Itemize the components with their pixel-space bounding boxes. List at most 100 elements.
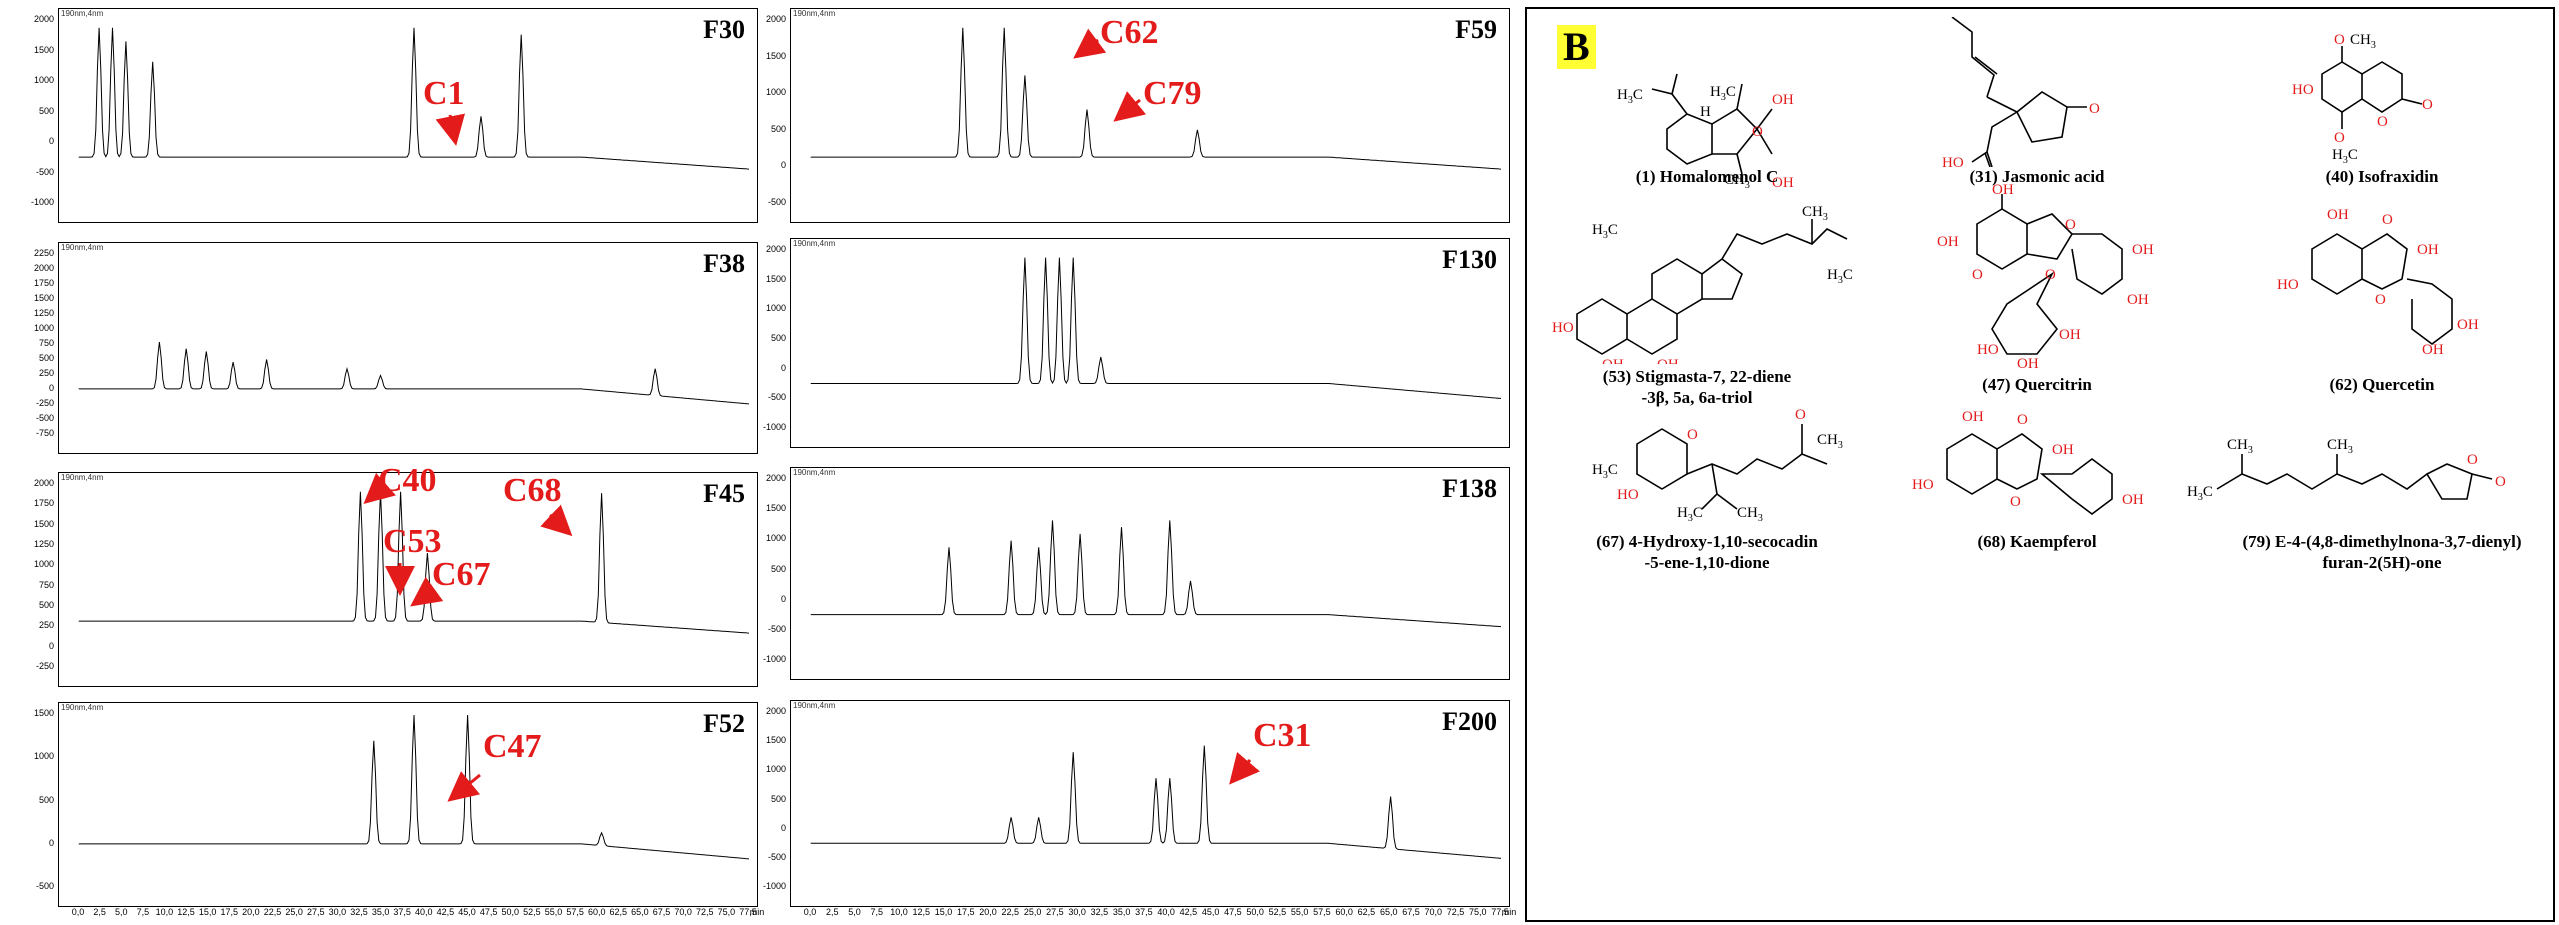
- x-tick-label: 55,0: [544, 907, 563, 917]
- structure-homalomenol-c: H3C H H3C OH O CH3 OH: [1617, 73, 1794, 191]
- svg-text:OH: OH: [2417, 242, 2439, 258]
- x-tick-label: 77,5: [739, 907, 757, 917]
- svg-text:HO: HO: [2277, 277, 2299, 293]
- y-tick-label: 1000: [33, 323, 54, 333]
- x-tick-label: 37,5: [1135, 907, 1153, 917]
- svg-text:OH: OH: [2422, 342, 2444, 354]
- y-tick-label: -1000: [762, 654, 786, 664]
- svg-text:H3C: H3C: [1677, 505, 1703, 524]
- svg-text:CH3: CH3: [1817, 432, 1843, 451]
- y-tick-label: 1500: [765, 503, 786, 514]
- chromatogram-f200: F200 190nm,4nm: [790, 700, 1510, 907]
- svg-text:HO: HO: [1912, 477, 1934, 493]
- caption-53-line2: -3β, 5a, 6a-triol: [1641, 388, 1753, 407]
- x-tick-label: 2,5: [93, 907, 106, 917]
- caption-68: (68) Kaempferol: [1977, 532, 2097, 551]
- svg-text:HO: HO: [1977, 342, 1999, 358]
- svg-text:H3C: H3C: [1710, 84, 1736, 103]
- y-tick-label: 500: [770, 123, 786, 134]
- chromatogram-trace: [810, 520, 1502, 628]
- svg-text:O: O: [2045, 267, 2056, 283]
- x-tick-label: 57,5: [1313, 907, 1331, 917]
- x-tick-label: 70,0: [1424, 907, 1442, 917]
- x-tick-label: 60,0: [587, 907, 606, 917]
- fraction-label: F59: [1455, 15, 1497, 44]
- x-tick-label: 62,5: [609, 907, 628, 917]
- trace-area: [78, 714, 750, 860]
- x-tick-label: 67,5: [1402, 907, 1420, 917]
- x-tick-label: 37,5: [393, 907, 411, 917]
- x-tick-label: 32,5: [350, 907, 368, 917]
- y-tick-label: -1000: [762, 881, 786, 891]
- svg-text:H3C: H3C: [1827, 267, 1853, 286]
- svg-text:CH3: CH3: [1737, 505, 1763, 524]
- detector-label: 190nm,4nm: [61, 473, 104, 482]
- arrow-c79: [1113, 91, 1147, 122]
- x-tick-label: 42,5: [1179, 907, 1198, 917]
- chromatogram-trace: [78, 714, 750, 860]
- x-tick-label: 15,0: [934, 907, 953, 917]
- x-tick-label: 22,5: [1001, 907, 1020, 917]
- detector-label: 190nm,4nm: [793, 9, 836, 18]
- x-tick-label: 62,5: [1357, 907, 1376, 917]
- x-tick-label: 30,0: [1068, 907, 1086, 917]
- svg-text:O: O: [2010, 494, 2021, 510]
- x-unit-label: min: [749, 907, 765, 917]
- y-tick-label: -250: [35, 661, 54, 671]
- chromatogram-f38: F38 190nm,4nm: [58, 242, 758, 454]
- y-tick-label: 750: [38, 579, 54, 590]
- y-tick-label: 2000: [33, 478, 54, 488]
- svg-text:OH: OH: [2052, 442, 2074, 458]
- fraction-label: F45: [703, 479, 745, 508]
- y-tick-label: -500: [767, 623, 786, 634]
- caption-67: (67) 4-Hydroxy-1,10-secocadin -5-ene-1,1…: [1557, 531, 1857, 573]
- y-tick-label: 2000: [765, 244, 786, 254]
- x-unit-label: min: [1501, 907, 1517, 917]
- x-tick-label: 27,5: [306, 907, 325, 917]
- x-tick-label: 42,5: [436, 907, 455, 917]
- y-tick-label: 1500: [765, 273, 786, 284]
- structure-quercitrin: OH OH O O O OH OH OH HO OH: [1937, 184, 2154, 369]
- chromatogram-f59: F59 190nm,4nm: [790, 8, 1510, 223]
- y-tick-label: 2000: [33, 263, 54, 273]
- svg-text:OH: OH: [1992, 184, 2014, 198]
- atom-oh: OH: [1772, 92, 1794, 108]
- chromatogram-f138: F138 190nm,4nm: [790, 467, 1510, 680]
- trace-area: [810, 520, 1502, 628]
- y-tick-label: 750: [38, 338, 54, 348]
- detector-label: 190nm,4nm: [61, 9, 104, 18]
- y-tick-label: -500: [35, 166, 54, 177]
- svg-text:H3C: H3C: [1592, 462, 1618, 481]
- caption-79-line1: (79) E-4-(4,8-dimethylnona-3,7-dienyl): [2242, 532, 2522, 551]
- y-tick-label: -500: [767, 851, 786, 862]
- chromatogram-trace: [810, 745, 1502, 859]
- chromatogram-f52: F52 190nm,4nm: [58, 702, 758, 907]
- fraction-label: F52: [703, 709, 745, 738]
- y-tick-label: 250: [38, 368, 54, 378]
- trace-area: [810, 27, 1502, 170]
- caption-31: (31) Jasmonic acid: [1969, 167, 2105, 186]
- y-tick-label: 2000: [33, 14, 54, 24]
- structure-quercetin: OH O OH HO O OH OH: [2277, 207, 2479, 354]
- x-tick-label: 50,0: [501, 907, 520, 917]
- trace-area: [78, 341, 750, 405]
- x-tick-label: 45,0: [458, 907, 476, 917]
- y-tick-label: 1000: [765, 87, 786, 98]
- x-tick-label: 2,5: [825, 907, 839, 917]
- x-tick-label: 77,5: [1491, 907, 1509, 917]
- caption-67-line2: -5-ene-1,10-dione: [1644, 553, 1770, 572]
- y-tick-label: 1250: [33, 308, 54, 318]
- svg-text:OH: OH: [2122, 492, 2144, 508]
- svg-text:O: O: [2382, 212, 2393, 228]
- x-tick-label: 7,5: [870, 907, 884, 917]
- y-tick-label: 0: [48, 837, 54, 848]
- x-tick-label: 67,5: [652, 907, 671, 917]
- svg-text:OH: OH: [1657, 357, 1679, 364]
- x-tick-label: 60,0: [1335, 907, 1353, 917]
- x-tick-label: 75,0: [717, 907, 736, 917]
- y-tick-label: -1000: [30, 197, 54, 207]
- arrow-c67: [410, 576, 444, 607]
- x-tick-label: 45,0: [1201, 907, 1220, 917]
- y-tick-label: 0: [780, 822, 786, 833]
- x-tick-label: 55,0: [1290, 907, 1309, 917]
